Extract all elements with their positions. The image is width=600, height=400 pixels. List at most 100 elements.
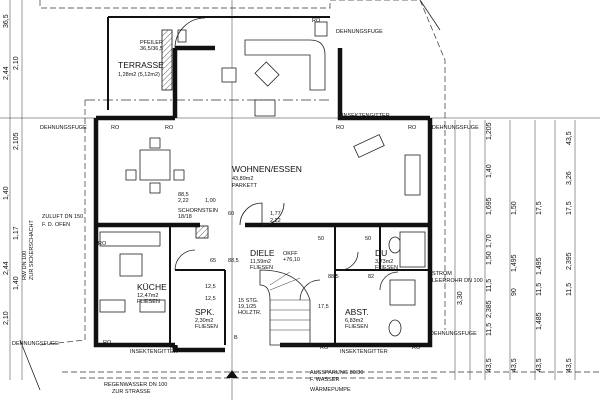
label-dehnungsfuge-right: DEHNUNGSFUGE xyxy=(432,125,479,131)
right-dim-label: 17,5 xyxy=(566,201,573,215)
right-dim-label: 11,5 xyxy=(536,283,543,296)
label-rw-sicker-b: ZUR SICKERSCHACHT xyxy=(29,219,35,280)
coffee-table xyxy=(254,61,280,87)
right-dim-label: 1,495 xyxy=(511,254,518,272)
label-ro-2: RO xyxy=(165,125,174,131)
terrace-outline xyxy=(107,16,330,110)
dim-2-22a: 2,22 xyxy=(178,198,189,204)
room-name-du: DU xyxy=(375,248,387,258)
dim-88-5a: 88,5 xyxy=(178,192,189,198)
right-dim-label: 90 xyxy=(511,288,518,296)
interior-dimensions: 88,5 2,22 1,00 1,77 2,22 60 50 88,5 65 1… xyxy=(178,192,374,341)
left-dim-label: 2,10 xyxy=(13,56,20,70)
right-dim-label: 1,50 xyxy=(486,251,493,265)
room-area-abst: 6,83m2 xyxy=(345,318,363,324)
label-insektengitter-top: INSEKTENGITTER xyxy=(342,113,390,119)
right-dim-label: 43,5 xyxy=(511,358,518,372)
armchair xyxy=(221,67,237,83)
desk xyxy=(353,134,421,196)
right-dim-label: 1,495 xyxy=(536,257,543,275)
room-floor-kueche: FLIESEN xyxy=(137,299,160,305)
right-dim-label: 1,70 xyxy=(486,234,493,248)
label-ro-9: RO xyxy=(312,18,321,24)
label-dehnungsfuge-top: DEHNUNGSFUGE xyxy=(336,29,383,35)
left-dim-label: 2,44 xyxy=(3,66,10,80)
left-dim-label: 1,40 xyxy=(13,276,20,290)
label-ro-6: RO xyxy=(170,345,179,351)
dim-88-5b: 88,5 xyxy=(228,258,239,264)
room-area-terrasse: 1,28m2 (5,12m2) xyxy=(118,72,160,78)
left-dim-label: 1,17 xyxy=(13,226,20,240)
label-f-wasser: F. WASSER xyxy=(310,377,339,383)
right-dim-label: 11,5 xyxy=(486,279,493,292)
dim-82: 82 xyxy=(368,274,374,280)
label-dehnungsfuge-bottom-left: DEHNUNGSFUGE xyxy=(12,341,59,347)
right-dimension-frame xyxy=(454,120,576,380)
dining-table xyxy=(125,137,185,194)
label-pfeiler-dim: 36,5/36,5 xyxy=(140,46,163,52)
label-ro-7: RO xyxy=(320,345,329,351)
label-insektengitter-bottom-right: INSEKTENGITTER xyxy=(340,349,388,355)
label-schornstein: SCHORNSTEIN xyxy=(178,208,218,214)
dim-50b: 50 xyxy=(365,236,371,242)
room-area-du: 3,73m2 xyxy=(375,259,393,265)
right-dim-label: 1,50 xyxy=(511,201,518,215)
right-dim-label: 43,5 xyxy=(566,358,573,372)
left-dim-label: 2,44 xyxy=(3,261,10,275)
label-schornstein-dim: 18/18 xyxy=(178,214,192,220)
room-area-spk: 2,30m2 xyxy=(195,318,213,324)
label-dehnungsfuge-bottom-right: DEHNUNGSFUGE xyxy=(430,331,477,337)
label-waermepumpe: WÄRMEPUMPE xyxy=(310,386,351,393)
right-dim-label: 3,30 xyxy=(457,291,464,305)
label-zur-strasse: ZUR STRASSE xyxy=(112,389,151,395)
label-ro-4: RO xyxy=(408,125,417,131)
right-dim-label: 43,5 xyxy=(486,358,493,372)
label-leerrohr: LEERROHR DN 100 xyxy=(432,278,483,284)
room-name-abst: ABST. xyxy=(345,307,369,317)
right-dim-label: 1,40 xyxy=(486,164,493,178)
kitchen-furniture xyxy=(99,225,209,313)
right-dim-label: 1,485 xyxy=(536,312,543,330)
dim-12-5a: 12,5 xyxy=(205,284,216,290)
label-zuluft: ZULUFT DN 150 xyxy=(42,214,83,220)
door-arcs xyxy=(174,17,399,301)
dim-1-77: 1,77 xyxy=(270,211,281,217)
dim-b: B xyxy=(234,335,238,341)
right-dim-label: 2,395 xyxy=(566,252,573,270)
room-name-kueche: KÜCHE xyxy=(137,282,167,292)
dim-12-5b: 12,5 xyxy=(205,296,216,302)
label-insektengitter-bottom: INSEKTENGITTER xyxy=(130,349,178,355)
chimney-hatch xyxy=(195,225,209,239)
room-area-wohnen: 43,89m2 xyxy=(232,176,253,182)
label-ro-1: RO xyxy=(111,125,120,131)
outer-boundary xyxy=(19,0,600,391)
bathroom-fixtures xyxy=(388,231,426,337)
label-rw-sicker-a: RW DN 100 xyxy=(22,251,28,280)
room-area-kueche: 12,47m2 xyxy=(137,293,158,299)
room-area-diele: 11,59m2 xyxy=(250,259,271,265)
room-floor-du: FLIESEN xyxy=(375,265,398,271)
left-dim-label: 36,5 xyxy=(3,14,10,28)
room-name-terrasse: TERRASSE xyxy=(118,60,164,70)
dim-50: 50 xyxy=(318,236,324,242)
left-dim-label: 1,40 xyxy=(3,186,10,200)
label-ro-3: RO xyxy=(336,125,345,131)
room-name-spk: SPK. xyxy=(195,307,214,317)
pfeiler-hatch xyxy=(161,29,173,91)
right-dim-label: 11,5 xyxy=(486,323,493,336)
dim-2-22b: 2,22 xyxy=(270,218,281,224)
right-dim-label: 1,205 xyxy=(486,122,493,140)
label-aussparung: AUSSPARUNG 80/80 xyxy=(310,370,363,376)
room-floor-spk: FLIESEN xyxy=(195,324,218,330)
right-dim-label: 3,26 xyxy=(566,171,573,185)
sofa-group xyxy=(221,39,326,117)
label-stair-ratio: 19,1/25 xyxy=(238,304,256,310)
right-dim-label: 43,5 xyxy=(566,131,573,145)
label-okff-value: +76,10 xyxy=(283,257,300,263)
dim-88-5d: 88,5 xyxy=(328,274,339,280)
dim-60: 60 xyxy=(228,211,234,217)
label-f-d-ofen: F. D. OFEN xyxy=(42,222,70,228)
label-strom: STROM xyxy=(432,271,452,277)
label-ro-5: RO xyxy=(103,340,112,346)
